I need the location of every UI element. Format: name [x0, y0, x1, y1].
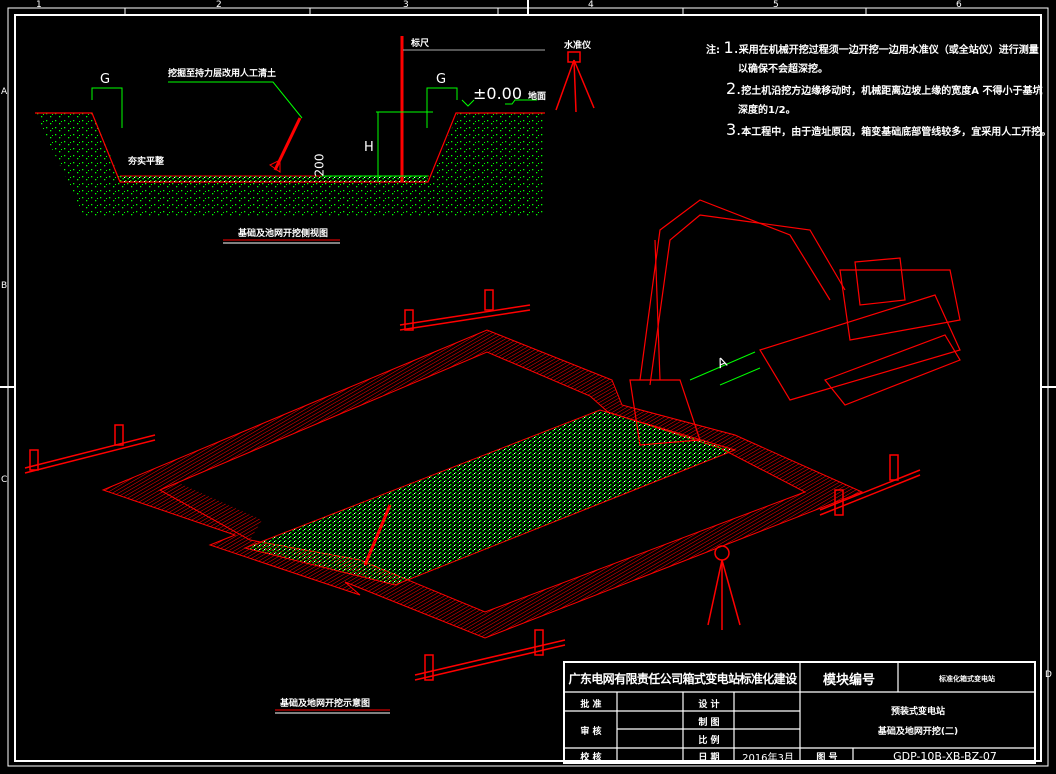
stakes	[24, 289, 921, 681]
drawing-no-label: 图 号	[816, 753, 838, 763]
design-label: 设 计	[698, 699, 720, 710]
module-label: 模块编号	[822, 673, 875, 688]
iso-view-title: 基础及地网开挖示意图	[280, 699, 371, 709]
note-2-num: 2.	[726, 79, 742, 98]
note-1-num: 1.	[723, 38, 739, 57]
date-label: 日 期	[698, 753, 720, 763]
ruler-col-2: 2	[216, 0, 222, 10]
ruler-row-d: D	[1045, 670, 1052, 680]
approve-label: 批 准	[580, 699, 602, 710]
dim-g-left: G	[100, 72, 111, 87]
label-compact: 夯实平整	[128, 157, 165, 167]
level-instrument-icon	[555, 51, 595, 113]
note-3-line1: 本工程中，由于造址原因，箱变基础底部管线较多，宜采用人工开挖。	[741, 127, 1052, 138]
review-label: 审 核	[580, 727, 602, 737]
shovel-icon	[273, 117, 302, 171]
ruler-row-b: B	[1, 281, 8, 291]
module-value: 标准化箱式变电站	[939, 674, 995, 683]
check-label: 校 核	[580, 753, 602, 763]
ruler-col-4: 4	[588, 0, 594, 10]
label-manual-dig: 挖掘至持力层改用人工清土	[168, 69, 277, 79]
company-name: 广东电网有限责任公司箱式变电站标准化建设	[568, 672, 797, 686]
note-1-line2: 以确保不会超深挖。	[738, 64, 828, 75]
draw-label: 制 图	[698, 717, 720, 728]
drawing-no: GDP-10B-XB-BZ-07	[893, 750, 997, 763]
ruler-col-3: 3	[403, 0, 409, 10]
section-view-title: 基础及池网开挖侧视图	[238, 229, 329, 239]
section-view	[35, 36, 595, 244]
drawing-name-1: 预装式变电站	[890, 706, 945, 717]
note-2-line2: 深度的1/2。	[738, 105, 796, 116]
label-level: 水准仪	[564, 41, 592, 51]
date-value: 2016年3月	[742, 753, 794, 764]
label-ground: 地面	[528, 92, 547, 102]
iso-view	[24, 199, 961, 714]
label-staff: 标尺	[411, 39, 430, 49]
title-block: 广东电网有限责任公司箱式变电站标准化建设 模块编号 标准化箱式变电站 批 准 审…	[563, 661, 1036, 764]
dim-g-right: G	[436, 72, 447, 87]
ruler-ticks	[0, 0, 1056, 388]
ruler-row-c: C	[1, 475, 8, 485]
notes-prefix: 注:	[706, 45, 720, 56]
drawing-name-2: 基础及地网开挖(二)	[877, 726, 959, 737]
note-3-num: 3.	[726, 120, 742, 139]
ruler-col-6: 6	[956, 0, 962, 10]
scale-label: 比 例	[698, 736, 720, 746]
ruler-col-1: 1	[36, 0, 42, 10]
dim-200: 200	[312, 153, 327, 177]
note-1-line1: 采用在机械开挖过程须一边开挖一边用水准仪（或全站仪）进行测量	[738, 45, 1039, 56]
ruler-row-a: A	[1, 87, 8, 97]
ruler-col-5: 5	[773, 0, 779, 10]
notes: 注: 1.采用在机械开挖过程须一边开挖一边用水准仪（或全站仪）进行测量 以确保不…	[706, 38, 1051, 142]
note-2-line1: 挖土机沿挖方边缘移动时，机械距离边坡上缘的宽度A 不得小于基坑	[741, 86, 1043, 97]
elevation-label: ±0.00	[473, 84, 523, 103]
dim-h: H	[364, 140, 374, 155]
excavator-icon	[629, 199, 961, 446]
